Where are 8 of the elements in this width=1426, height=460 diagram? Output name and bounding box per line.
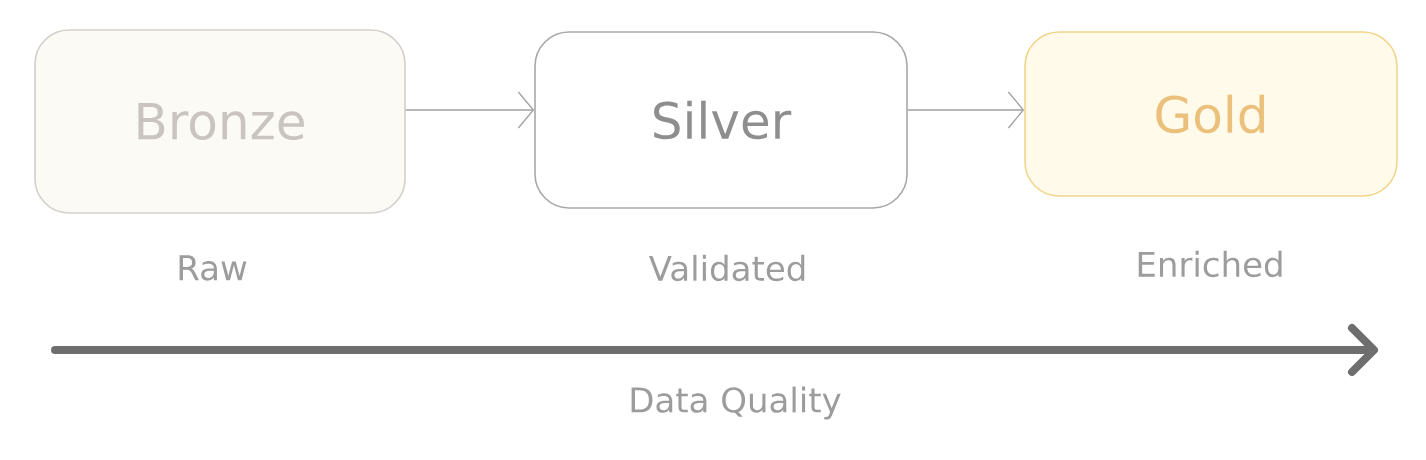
stage-box: Gold: [1024, 31, 1398, 197]
stage-box: Silver: [534, 31, 908, 209]
stage-caption: Validated: [649, 254, 805, 282]
arrow: [907, 91, 1025, 129]
stage-caption: Enriched: [1138, 250, 1282, 278]
arrow: [405, 91, 535, 129]
stage-caption: Raw: [179, 255, 247, 281]
axis-label: Data Quality: [631, 386, 841, 420]
